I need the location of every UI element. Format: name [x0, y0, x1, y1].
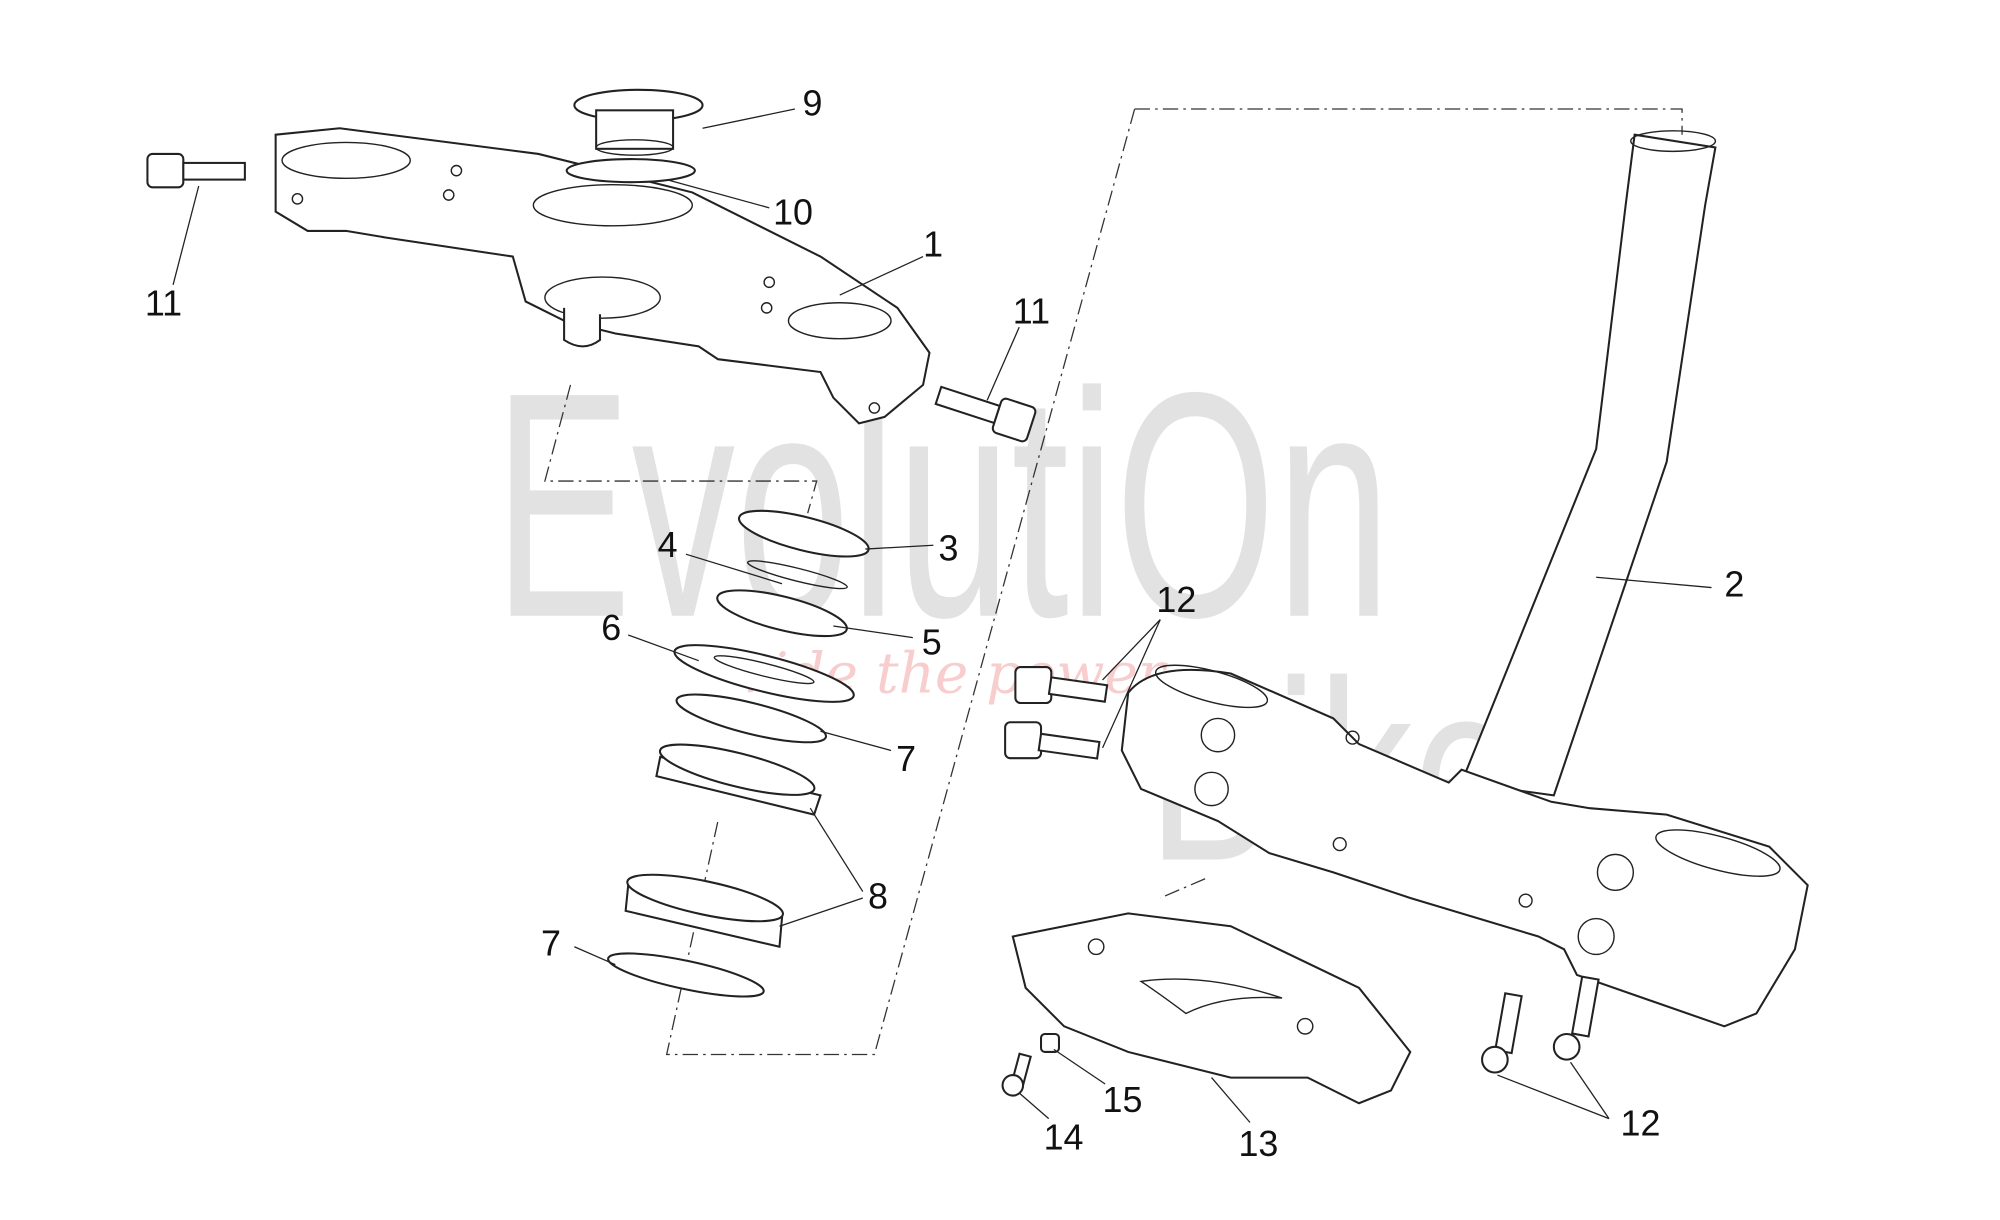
callout-2: 2: [1724, 565, 1744, 605]
callout-1: 1: [923, 225, 943, 265]
svg-text:EvolutiOn: EvolutiOn: [494, 326, 1391, 684]
callout-12-upper: 12: [1156, 580, 1196, 620]
bearing-stack: [607, 509, 870, 998]
callout-11-right: 11: [1013, 291, 1050, 331]
lower-triple-clamp-with-stem: [1120, 130, 1809, 1028]
washer: [565, 158, 696, 184]
clamp-bolts-12: [1004, 666, 1600, 1074]
callout-7-lower: 7: [541, 924, 561, 964]
assembly-guide-lines: [544, 108, 1683, 1056]
callout-6: 6: [601, 608, 621, 648]
steering-nut: [573, 88, 704, 156]
callout-8: 8: [868, 876, 888, 916]
callout-14: 14: [1044, 1117, 1084, 1157]
leader-lines: [172, 108, 1712, 1123]
callout-3: 3: [938, 529, 958, 569]
callout-4: 4: [658, 525, 678, 565]
callouts: 9 10 1 11 11 3 4 5 6 7 8 7 2 12 12 15 14…: [145, 83, 1744, 1163]
callout-15: 15: [1103, 1080, 1143, 1120]
callout-9: 9: [803, 83, 823, 123]
cover-plate: [1011, 912, 1412, 1105]
callout-12-lower: 12: [1621, 1103, 1661, 1143]
callout-11-left: 11: [145, 284, 182, 324]
spacer-15: [1040, 1032, 1060, 1053]
callout-10: 10: [773, 192, 813, 232]
callout-5: 5: [922, 622, 942, 662]
upper-triple-clamp: [274, 127, 931, 425]
callout-13: 13: [1238, 1124, 1278, 1164]
screw-14: [1001, 1052, 1032, 1097]
bolt-right: [934, 385, 1037, 443]
bolt-left: [146, 152, 246, 189]
callout-7-upper: 7: [896, 739, 916, 779]
